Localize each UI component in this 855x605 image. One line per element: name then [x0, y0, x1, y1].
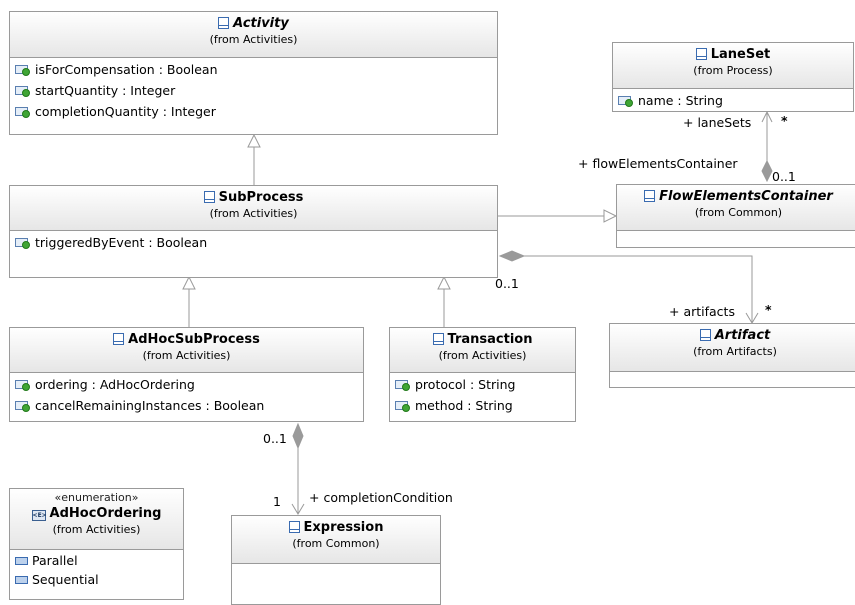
attribute-icon [15, 63, 32, 76]
class-package: (from Common) [292, 537, 380, 550]
class-header: Expression (from Common) [232, 516, 440, 564]
composition-diamond [761, 159, 773, 183]
class-header: Activity (from Activities) [10, 12, 497, 58]
attribute-compartment: isForCompensation : Boolean startQuantit… [10, 58, 497, 122]
class-package: (from Activities) [209, 207, 298, 220]
class-name: Activity [233, 16, 289, 31]
attribute-row: cancelRemainingInstances : Boolean [15, 395, 363, 416]
generalization-arrowhead [182, 275, 196, 290]
class-subprocess[interactable]: SubProcess (from Activities) triggeredBy… [9, 185, 498, 278]
stereotype-label: «enumeration» [54, 491, 139, 504]
class-icon [218, 17, 230, 29]
class-header: AdHocSubProcess (from Activities) [10, 328, 363, 373]
class-expression[interactable]: Expression (from Common) [231, 515, 441, 605]
multiplicity-label: 1 [273, 494, 281, 509]
class-name: Transaction [447, 332, 533, 347]
class-header: «enumeration» <E>AdHocOrdering (from Act… [10, 489, 183, 550]
class-adhocsubprocess[interactable]: AdHocSubProcess (from Activities) orderi… [9, 327, 364, 422]
class-name: Expression [303, 520, 384, 535]
attribute-row: triggeredByEvent : Boolean [15, 232, 497, 253]
literal-compartment: Parallel Sequential [10, 550, 183, 589]
class-name: LaneSet [710, 47, 771, 62]
multiplicity-label: * [765, 302, 772, 317]
role-label-artifacts: + artifacts [669, 304, 735, 319]
class-name: AdHocSubProcess [128, 332, 260, 347]
enumeration-icon: <E> [31, 510, 47, 521]
role-label-lanesets: + laneSets [683, 115, 752, 130]
class-icon [695, 48, 707, 60]
class-icon [432, 333, 444, 345]
class-name: SubProcess [218, 190, 304, 205]
attribute-icon [15, 105, 32, 118]
attribute-icon [15, 378, 32, 391]
enum-literal-row: Parallel [15, 551, 183, 570]
attribute-row: protocol : String [395, 374, 575, 395]
class-header: SubProcess (from Activities) [10, 186, 497, 231]
class-header: LaneSet (from Process) [613, 43, 853, 89]
attribute-compartment: name : String [613, 89, 853, 111]
class-package: (from Activities) [209, 33, 298, 46]
class-artifact[interactable]: Artifact (from Artifacts) [609, 323, 855, 388]
class-icon [699, 329, 711, 341]
attribute-row: completionQuantity : Integer [15, 101, 497, 122]
literal-icon [15, 575, 28, 584]
class-flowelementscontainer[interactable]: FlowElementsContainer (from Common) [616, 184, 855, 248]
attribute-icon [15, 84, 32, 97]
generalization-arrowhead [437, 275, 451, 290]
attribute-icon [15, 399, 32, 412]
class-laneset[interactable]: LaneSet (from Process) name : String [612, 42, 854, 112]
class-icon [113, 333, 125, 345]
class-icon [644, 190, 656, 202]
attribute-row: name : String [618, 90, 853, 111]
class-package: (from Process) [693, 64, 773, 77]
navigability-arrowhead [761, 110, 773, 123]
class-package: (from Activities) [438, 349, 527, 362]
class-package: (from Artifacts) [693, 345, 777, 358]
class-package: (from Activities) [52, 523, 141, 536]
multiplicity-label: 0..1 [772, 169, 796, 184]
class-package: (from Activities) [142, 349, 231, 362]
class-transaction[interactable]: Transaction (from Activities) protocol :… [389, 327, 576, 422]
generalization-arrowhead [603, 209, 618, 223]
attribute-compartment: ordering : AdHocOrdering cancelRemaining… [10, 373, 363, 416]
class-header: Artifact (from Artifacts) [610, 324, 855, 372]
class-activity[interactable]: Activity (from Activities) isForCompensa… [9, 11, 498, 135]
class-icon [288, 521, 300, 533]
attribute-row: startQuantity : Integer [15, 80, 497, 101]
multiplicity-label: 0..1 [263, 431, 287, 446]
association-subprocess-artifact [524, 255, 753, 323]
class-name: AdHocOrdering [49, 506, 162, 521]
composition-diamond [292, 422, 304, 450]
attribute-compartment: triggeredByEvent : Boolean [10, 231, 497, 253]
attribute-icon [395, 399, 412, 412]
class-name: Artifact [714, 328, 771, 343]
multiplicity-label: * [781, 113, 788, 128]
attribute-compartment: protocol : String method : String [390, 373, 575, 416]
attribute-icon [395, 378, 412, 391]
class-header: Transaction (from Activities) [390, 328, 575, 373]
attribute-row: method : String [395, 395, 575, 416]
class-icon [203, 191, 215, 203]
literal-icon [15, 556, 28, 565]
attribute-row: ordering : AdHocOrdering [15, 374, 363, 395]
class-name: FlowElementsContainer [659, 189, 833, 204]
navigability-arrowhead [291, 503, 305, 515]
enumeration-adhocordering[interactable]: «enumeration» <E>AdHocOrdering (from Act… [9, 488, 184, 600]
generalization-arrowhead [247, 133, 261, 148]
role-label-completioncondition: + completionCondition [309, 490, 453, 505]
class-package: (from Common) [694, 206, 783, 219]
enum-literal-row: Sequential [15, 570, 183, 589]
multiplicity-label: 0..1 [495, 276, 519, 291]
attribute-icon [618, 94, 635, 107]
role-label-flowelementscontainer: + flowElementsContainer [578, 156, 738, 171]
composition-diamond [498, 250, 526, 262]
attribute-row: isForCompensation : Boolean [15, 59, 497, 80]
attribute-icon [15, 236, 32, 249]
class-header: FlowElementsContainer (from Common) [617, 185, 855, 231]
